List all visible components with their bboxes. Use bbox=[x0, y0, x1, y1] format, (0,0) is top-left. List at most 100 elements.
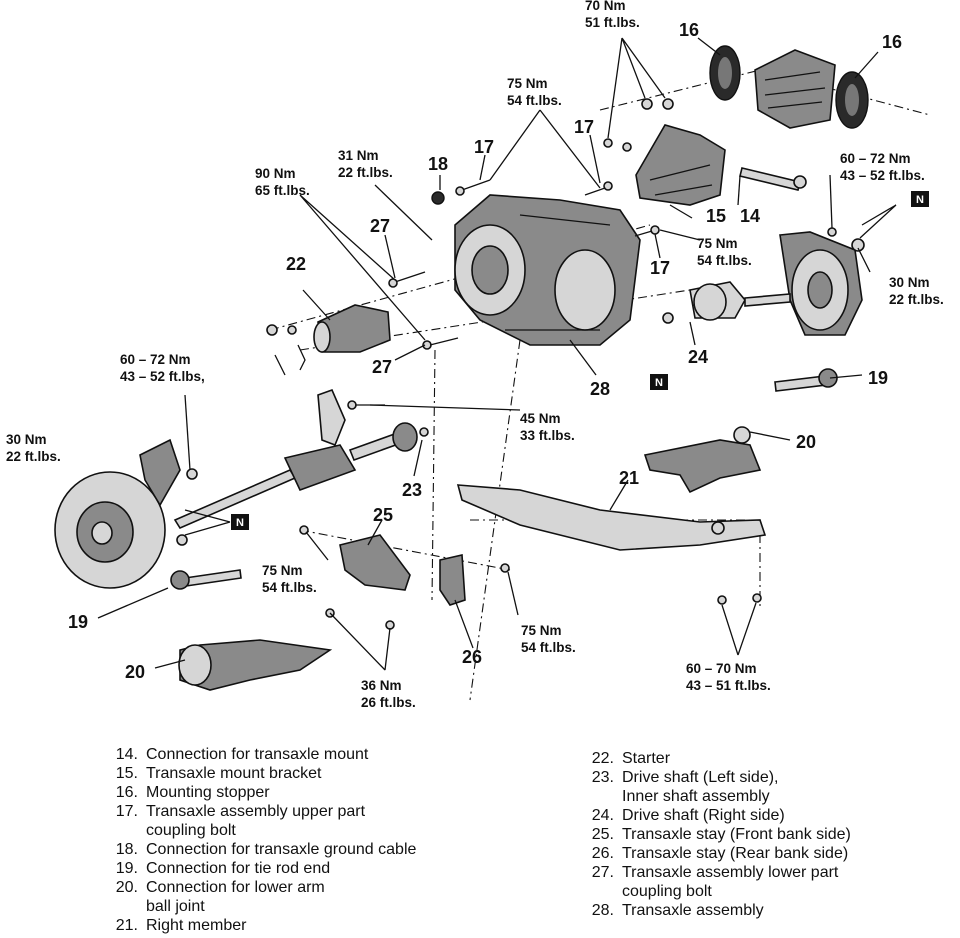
callout-26: 26 bbox=[462, 647, 482, 667]
legend-item: 23.Drive shaft (Left side), bbox=[580, 768, 851, 787]
legend-text: Transaxle assembly lower part bbox=[622, 864, 839, 881]
legend-item: 24. Drive shaft (Right side) bbox=[580, 806, 851, 825]
callout-18: 18 bbox=[428, 154, 448, 174]
callout-15: 15 bbox=[706, 206, 726, 226]
legend-item: 17. Transaxle assembly upper part bbox=[104, 802, 416, 821]
legend-num: 27. bbox=[591, 864, 614, 881]
legend-left: 14. Connection for transaxle mount 15. Tra… bbox=[104, 745, 417, 935]
legend-text-cont: coupling bolt bbox=[622, 883, 712, 900]
torque-ft: 54 ft.lbs. bbox=[521, 640, 576, 655]
torque-label-60-72nm-left: 60 – 72 Nm 43 – 52 ft.lbs, bbox=[120, 352, 205, 384]
exploded-diagram: 70 Nm 51 ft.lbs. 75 Nm 54 ft.lbs. 31 Nm … bbox=[6, 0, 944, 710]
n-mark-text: N bbox=[655, 377, 663, 389]
rear-bank-stay bbox=[439, 554, 466, 606]
callout-25: 25 bbox=[373, 505, 393, 525]
torque-label-75nm-rear-stay: 75 Nm 54 ft.lbs. bbox=[521, 623, 576, 655]
torque-ft: 51 ft.lbs. bbox=[585, 15, 640, 30]
right-lower-arm bbox=[643, 426, 762, 494]
torque-nm: 75 Nm bbox=[697, 236, 738, 251]
legend-item: 18.Connection for transaxle ground cable bbox=[104, 840, 417, 859]
n-mark-right-top: N bbox=[911, 191, 929, 207]
legend-text: Transaxle assembly upper part bbox=[146, 803, 366, 820]
torque-label-70nm: 70 Nm 51 ft.lbs. bbox=[585, 0, 640, 30]
callout-27-upper: 27 bbox=[370, 216, 390, 236]
legend-text: Connection for lower arm bbox=[146, 879, 325, 896]
legend-item: 26.Transaxle stay (Rear bank side) bbox=[580, 844, 851, 863]
right-knuckle-hub bbox=[779, 231, 863, 336]
legend-item: 28. Transaxle assembly bbox=[580, 901, 851, 920]
legend-text-cont: coupling bolt bbox=[146, 822, 236, 839]
n-mark-text: N bbox=[916, 194, 924, 206]
legend-num: 21. bbox=[115, 917, 138, 934]
torque-label-60-72nm-right: 60 – 72 Nm 43 – 52 ft.lbs. bbox=[840, 151, 925, 183]
legend-num: 16. bbox=[115, 784, 138, 801]
legend-text-cont: Inner shaft assembly bbox=[622, 788, 770, 805]
torque-nm: 70 Nm bbox=[585, 0, 626, 13]
legend-num: 28. bbox=[591, 902, 614, 919]
torque-ft: 65 ft.lbs. bbox=[255, 183, 310, 198]
legend-text: Transaxle stay (Rear bank side) bbox=[622, 845, 849, 862]
torque-nm: 45 Nm bbox=[520, 411, 561, 426]
torque-nm: 30 Nm bbox=[6, 432, 47, 447]
legend-num: 14. bbox=[115, 746, 138, 763]
legend-text: Starter bbox=[622, 750, 671, 767]
torque-label-75nm-front-stay: 75 Nm 54 ft.lbs. bbox=[262, 563, 317, 595]
callout-17-side: 17 bbox=[650, 258, 670, 278]
legend-num: 23. bbox=[591, 769, 614, 786]
torque-ft: 33 ft.lbs. bbox=[520, 428, 575, 443]
n-mark-text: N bbox=[236, 517, 244, 529]
mount-connection-bolt bbox=[739, 167, 807, 191]
callout-19-right: 19 bbox=[868, 368, 888, 388]
torque-label-30nm-right: 30 Nm 22 ft.lbs. bbox=[889, 275, 944, 307]
legend-text-cont: ball joint bbox=[146, 898, 205, 915]
legend-item: 19. Connection for tie rod end bbox=[104, 859, 416, 878]
legend-item: 25.Transaxle stay (Front bank side) bbox=[580, 825, 851, 844]
callout-20-right: 20 bbox=[796, 432, 816, 452]
torque-nm: 90 Nm bbox=[255, 166, 296, 181]
torque-ft: 54 ft.lbs. bbox=[507, 93, 562, 108]
torque-nm: 60 – 70 Nm bbox=[686, 661, 757, 676]
legend-text: Connection for transaxle mount bbox=[146, 746, 369, 763]
torque-nm: 30 Nm bbox=[889, 275, 930, 290]
legend-text: Connection for tie rod end bbox=[146, 860, 331, 877]
torque-ft: 54 ft.lbs. bbox=[697, 253, 752, 268]
callout-17-upper-left: 17 bbox=[474, 137, 494, 157]
legend-text: Drive shaft (Right side) bbox=[622, 807, 785, 824]
torque-nm: 60 – 72 Nm bbox=[840, 151, 911, 166]
callout-21: 21 bbox=[619, 468, 639, 488]
front-bank-stay bbox=[339, 534, 411, 591]
torque-label-30nm-left: 30 Nm 22 ft.lbs. bbox=[6, 432, 61, 464]
legend-num: 24. bbox=[591, 807, 614, 824]
legend-item: 15. Transaxle mount bracket bbox=[104, 764, 416, 783]
callouts: 16 16 17 17 17 18 27 27 15 14 22 24 28 1… bbox=[68, 20, 902, 682]
torque-label-75nm-upper: 75 Nm 54 ft.lbs. bbox=[507, 76, 562, 108]
legend-item: 20.Connection for lower arm bbox=[104, 878, 416, 897]
legend-num: 19. bbox=[115, 860, 138, 877]
ground-cable-parts bbox=[266, 324, 306, 376]
legend-num: 17. bbox=[115, 803, 138, 820]
legend-text: Transaxle assembly bbox=[622, 902, 764, 919]
callout-24: 24 bbox=[688, 347, 708, 367]
legend-text: Right member bbox=[146, 917, 247, 934]
callout-14: 14 bbox=[740, 206, 760, 226]
torque-label-31nm: 31 Nm 22 ft.lbs. bbox=[338, 148, 393, 180]
legend-text: Transaxle mount bracket bbox=[146, 765, 322, 782]
torque-ft: 43 – 52 ft.lbs. bbox=[840, 168, 925, 183]
legend-item: 22. Starter bbox=[580, 749, 851, 768]
mount-insulator bbox=[754, 49, 836, 129]
callout-23: 23 bbox=[402, 480, 422, 500]
torque-label-36nm: 36 Nm 26 ft.lbs. bbox=[361, 678, 416, 710]
torque-nm: 36 Nm bbox=[361, 678, 402, 693]
legend-num: 22. bbox=[591, 750, 614, 767]
legend-item: 21. Right member bbox=[104, 916, 416, 935]
callout-16-right: 16 bbox=[882, 32, 902, 52]
legend-num: 15. bbox=[115, 765, 138, 782]
legend-num: 18. bbox=[115, 841, 138, 858]
left-hub-disc bbox=[54, 438, 181, 589]
starter bbox=[313, 304, 391, 353]
transaxle-assembly bbox=[454, 194, 641, 346]
legend-text: Mounting stopper bbox=[146, 784, 270, 801]
callout-16-left: 16 bbox=[679, 20, 699, 40]
legend-item: 27. Transaxle assembly lower part bbox=[580, 863, 851, 882]
mounting-stopper-left bbox=[709, 45, 741, 101]
